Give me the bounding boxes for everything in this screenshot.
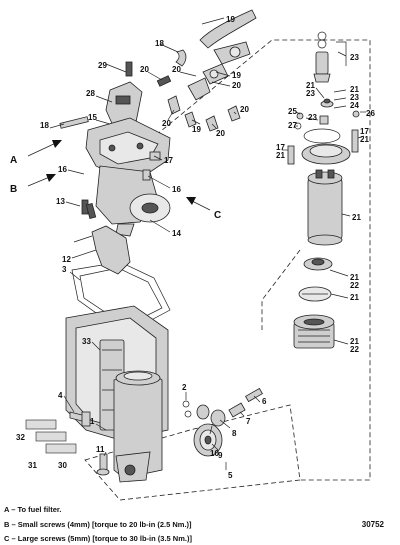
callout-31: 31	[28, 461, 37, 470]
legend-row-a: A – To fuel filter.	[4, 505, 62, 514]
callout-20: 20	[162, 119, 171, 128]
part-label-box-30	[45, 443, 77, 454]
callout-numbers: 19 18 29 20 20 19 20 28 18 15 20 19 20 2…	[16, 15, 375, 480]
callout-22: 22	[350, 345, 359, 354]
part-label-box-32	[25, 419, 57, 430]
callout-20: 20	[240, 105, 249, 114]
callout-18: 18	[40, 121, 49, 130]
dashed-leader-pump	[261, 249, 301, 330]
arrow-label-b: B	[10, 184, 17, 195]
callout-25: 25	[288, 107, 297, 116]
callout-17: 17	[164, 156, 173, 165]
fuel-cooler-housing	[65, 305, 169, 483]
callout-33: 33	[82, 337, 91, 346]
callout-10: 10	[210, 449, 219, 458]
callout-21: 21	[350, 85, 359, 94]
callout-23: 23	[350, 93, 359, 102]
callout-21: 21	[360, 135, 369, 144]
callout-32: 32	[16, 433, 25, 442]
callout-23: 23	[308, 113, 317, 122]
callout-23: 23	[350, 53, 359, 62]
legend-row-c: C – Large screws (5mm) [torque to 30 lb-…	[4, 534, 192, 543]
legend-row-b: B – Small screws (4mm) [torque to 20 lb-…	[4, 520, 192, 529]
callout-21: 21	[350, 337, 359, 346]
callout-19: 19	[232, 71, 241, 80]
dashed-group-boundary-lower	[84, 404, 301, 501]
callout-5: 5	[228, 471, 233, 480]
callout-23: 23	[306, 89, 315, 98]
legend-key-b: B	[4, 520, 10, 529]
callout-29: 29	[98, 61, 107, 70]
arrow-c: C	[186, 197, 221, 221]
callout-18: 18	[155, 39, 164, 48]
callout-1: 1	[90, 417, 95, 426]
callout-21: 21	[352, 213, 361, 222]
part-label-box-31	[35, 431, 67, 442]
legend-text-a: – To fuel filter.	[11, 505, 62, 514]
callout-20: 20	[216, 129, 225, 138]
callout-27: 27	[288, 121, 297, 130]
callout-7: 7	[246, 417, 251, 426]
arrow-label-c: C	[214, 210, 221, 221]
callout-12: 12	[62, 255, 71, 264]
leader-lines	[49, 17, 366, 470]
legend-key-a: A	[4, 505, 10, 514]
callout-21: 21	[350, 293, 359, 302]
callout-11: 11	[96, 445, 105, 454]
arrow-label-a: A	[10, 155, 17, 166]
callout-17: 17	[360, 127, 369, 136]
callout-2: 2	[182, 383, 187, 392]
callout-28: 28	[86, 89, 95, 98]
callout-19: 19	[192, 125, 201, 134]
arrow-b: B	[10, 174, 56, 195]
legend-text-b: – Small screws (4mm) [torque to 20 lb-in…	[11, 520, 192, 529]
drain-fittings	[69, 387, 263, 476]
callout-16: 16	[58, 165, 67, 174]
dashed-group-boundary-upper	[149, 39, 371, 481]
arrow-a: A	[10, 140, 62, 166]
fuel-pump-assembly	[287, 31, 360, 349]
callout-8: 8	[232, 429, 237, 438]
callout-16: 16	[172, 185, 181, 194]
legend-key-c: C	[4, 534, 10, 543]
callout-21: 21	[350, 273, 359, 282]
callout-6: 6	[262, 397, 267, 406]
mount-bracket	[73, 202, 131, 275]
callout-15: 15	[88, 113, 97, 122]
callout-20: 20	[140, 65, 149, 74]
figure-number: 30752	[361, 520, 384, 529]
callout-30: 30	[58, 461, 67, 470]
callout-17: 17	[276, 143, 285, 152]
vapor-separator-cover	[59, 61, 171, 237]
callout-14: 14	[172, 229, 181, 238]
callout-21: 21	[276, 151, 285, 160]
callout-21: 21	[306, 81, 315, 90]
callout-9: 9	[218, 451, 223, 460]
callout-22: 22	[350, 281, 359, 290]
callout-24: 24	[350, 101, 359, 110]
callout-26: 26	[366, 109, 375, 118]
callout-19: 19	[226, 15, 235, 24]
legend-text-c: – Large screws (5mm) [torque to 30 lb-in…	[11, 534, 192, 543]
callout-4: 4	[58, 391, 63, 400]
callout-20: 20	[232, 81, 241, 90]
callout-3: 3	[62, 265, 67, 274]
callout-13: 13	[56, 197, 65, 206]
callout-20: 20	[172, 65, 181, 74]
